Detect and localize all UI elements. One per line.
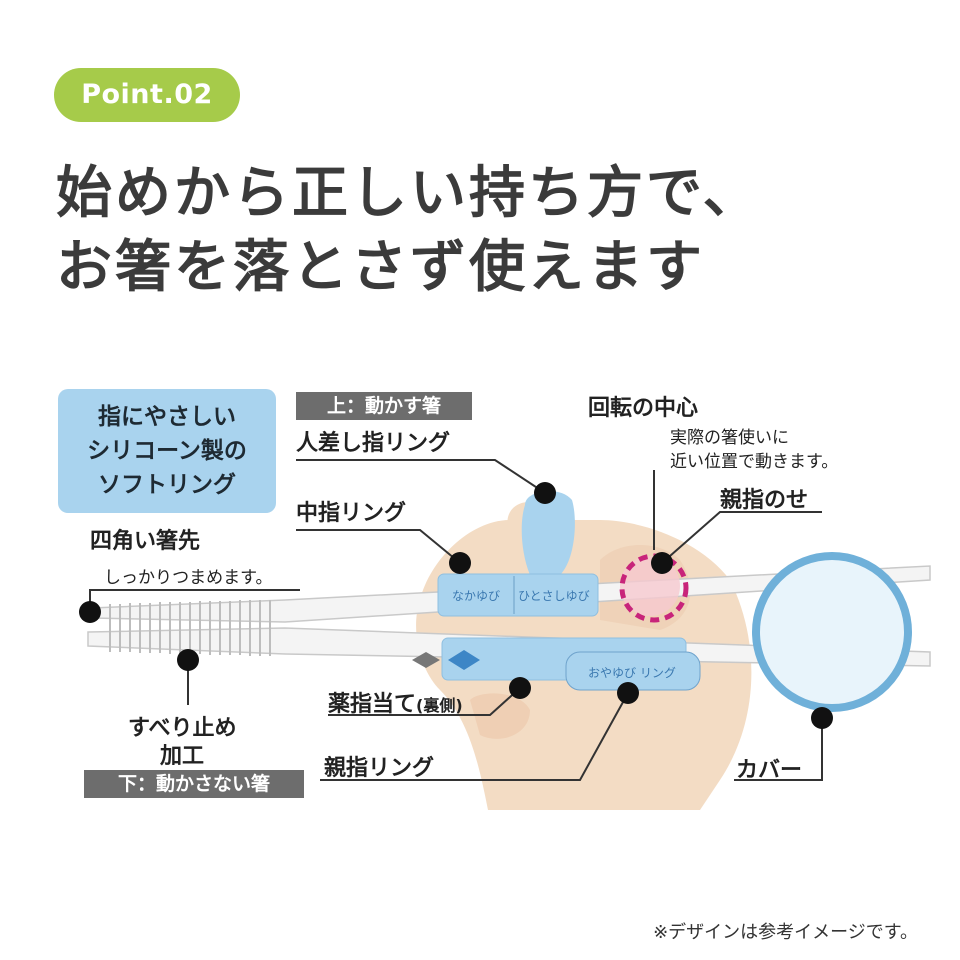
point-badge: Point.02: [54, 68, 240, 122]
label-middle-ring: 中指リング: [296, 501, 407, 526]
headline-line-2: お箸を落とさず使えます: [56, 235, 705, 300]
footnote: ※デザインは参考イメージです。: [653, 922, 918, 943]
label-square-tip: 四角い箸先: [90, 529, 201, 554]
label-cover: カバー: [736, 758, 803, 783]
label-anti-slip-2: 加工: [160, 744, 205, 769]
callout-dots: [79, 482, 833, 729]
label-thumb-ring: 親指リング: [324, 756, 435, 781]
label-rotation-center: 回転の中心: [588, 396, 699, 421]
hand-finger-ring: [470, 693, 530, 739]
ring-text-hitosashi: ひとさしゆび: [518, 589, 590, 603]
diamond-marker-blue: [448, 650, 480, 670]
anti-slip-ridges: [109, 600, 271, 656]
diamond-marker-gray: [412, 652, 440, 668]
ring-text-oya: おやゆび リング: [588, 666, 676, 680]
label-square-tip-desc: しっかりつまめます。: [104, 568, 273, 588]
silicone-ring-feature-box: 指にやさしい シリコーン製の ソフトリング: [58, 389, 276, 513]
label-ring-finger-rest: 薬指当て(裏側): [328, 692, 463, 717]
index-finger-ring: [521, 490, 575, 575]
label-index-ring: 人差し指リング: [296, 431, 451, 456]
ring-text-naka: なかゆび: [452, 589, 501, 603]
label-rotation-desc-2: 近い位置で動きます。: [670, 452, 839, 472]
cover-disc: [752, 552, 912, 712]
middle-index-ring-band: [437, 573, 599, 617]
label-anti-slip-1: すべり止め: [128, 716, 237, 741]
lower-stick-tag: 下：動かさない箸: [84, 770, 304, 798]
headline-line-1: 始めから正しい持ち方で、: [56, 161, 762, 226]
label-thumb-rest: 親指のせ: [720, 488, 809, 513]
upper-stick-tag: 上：動かす箸: [296, 392, 472, 420]
label-rotation-desc-1: 実際の箸使いに: [670, 428, 789, 448]
